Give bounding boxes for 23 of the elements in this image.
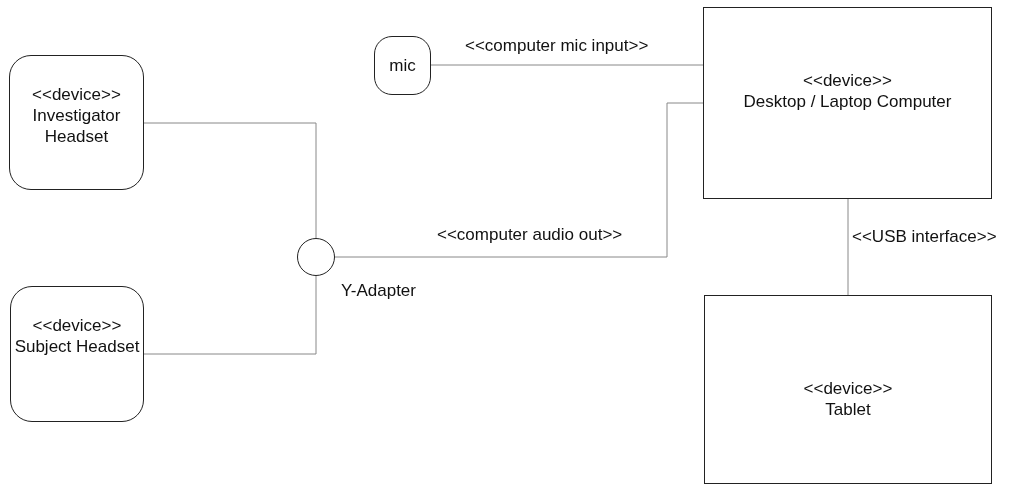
edge-label: <<computer mic input>> <box>463 36 651 56</box>
adapter-circle <box>297 238 335 276</box>
connector-line <box>847 198 849 296</box>
connector-line <box>143 122 317 239</box>
stereotype-label: <<device>> <box>803 378 893 399</box>
node-caption: Y-Adapter <box>341 281 416 301</box>
edge-label: <<computer audio out>> <box>435 225 625 245</box>
node-label: Subject Headset <box>14 336 140 357</box>
stereotype-label: <<device>> <box>803 70 892 91</box>
device-box <box>9 55 144 190</box>
node-label: Investigator Headset <box>31 105 122 147</box>
stereotype-label: <<device>> <box>32 84 121 105</box>
node-label: Desktop / Laptop Computer <box>743 91 952 112</box>
device-box <box>704 295 992 484</box>
connector-line <box>430 64 704 66</box>
connector-line <box>143 275 317 355</box>
node-label: Tablet <box>825 399 871 420</box>
stereotype-label: <<device>> <box>32 315 122 336</box>
connector-line <box>334 102 704 258</box>
device-box <box>703 7 992 199</box>
device-box <box>10 286 144 422</box>
node-label: mic <box>389 55 416 76</box>
mic-node <box>374 36 431 95</box>
